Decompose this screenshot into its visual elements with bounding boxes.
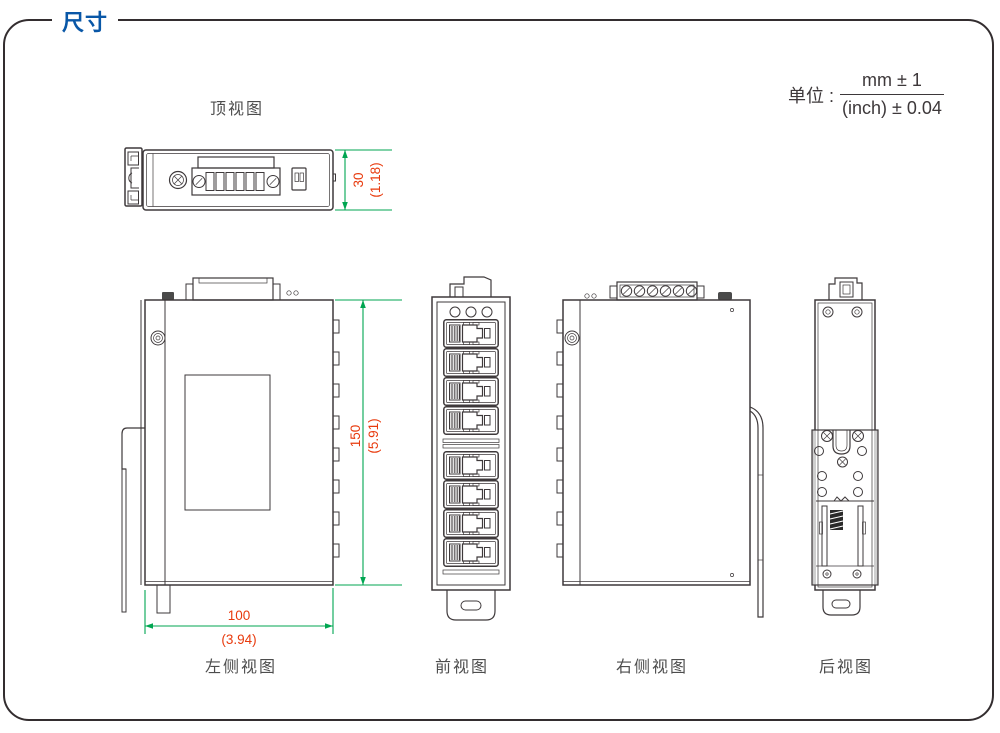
screw-icon — [564, 330, 580, 346]
left-view-label: 左侧视图 — [204, 659, 278, 676]
rj45-port — [443, 377, 499, 406]
page-title: 尺寸 — [52, 5, 119, 37]
top-button — [718, 292, 732, 300]
depth-dimension: 30 (1.18) — [335, 149, 392, 211]
led-indicators — [449, 306, 493, 318]
terminal-block-top — [609, 281, 705, 301]
unit-fraction: mm ± 1 (inch) ± 0.04 — [840, 70, 944, 119]
din-rail-clip-side — [749, 406, 764, 618]
terminal-block-top — [185, 277, 281, 301]
front-view-label: 前视图 — [434, 659, 490, 676]
rj45-port — [443, 406, 499, 435]
rj45-port — [443, 451, 499, 480]
din-rail-hook — [121, 427, 171, 614]
top-view-label: 顶视图 — [209, 101, 265, 118]
rj45-port — [443, 480, 499, 509]
right-view-label: 右侧视图 — [615, 659, 689, 676]
right-side-view-drawing — [556, 281, 764, 618]
vent-tabs — [556, 319, 564, 558]
ground-tab — [822, 590, 861, 616]
screw-icon — [150, 330, 166, 346]
width-inch-text: (3.94) — [221, 632, 256, 647]
port-separator — [442, 438, 500, 443]
depth-mm-text: 30 — [351, 172, 366, 187]
din-clip-top — [828, 277, 863, 300]
unit-mm: mm ± 1 — [840, 70, 944, 95]
height-inch-text: (5.91) — [366, 418, 381, 453]
width-dimension: 100 (3.94) — [144, 588, 334, 647]
terminal-block — [191, 156, 281, 196]
rear-view-drawing — [811, 277, 879, 616]
unit-note: 单位 : mm ± 1 (inch) ± 0.04 — [788, 70, 944, 119]
rj45-port — [443, 348, 499, 377]
unit-inch: (inch) ± 0.04 — [842, 98, 942, 118]
spring — [829, 510, 844, 530]
vent-tabs — [332, 319, 340, 558]
rj45-port — [443, 319, 499, 348]
rear-view-label: 后视图 — [818, 659, 874, 676]
port-separator — [442, 444, 500, 449]
height-dimension: 150 (5.91) — [335, 299, 402, 586]
top-view-drawing: 30 (1.18) — [124, 147, 392, 211]
rj45-port — [443, 538, 499, 567]
height-mm-text: 150 — [348, 425, 363, 448]
front-view-drawing — [431, 276, 511, 621]
dip-switch — [291, 167, 307, 191]
screw-icon — [822, 306, 863, 318]
width-mm-text: 100 — [228, 608, 251, 623]
unit-prefix: 单位 : — [788, 85, 835, 106]
top-button — [162, 292, 174, 300]
left-side-view-drawing: 150 (5.91) 100 (3.94) — [121, 277, 402, 647]
label-plate — [184, 374, 271, 511]
din-rail-clip-icon — [124, 147, 143, 207]
ground-tab — [446, 590, 496, 621]
din-clip-top — [449, 276, 492, 298]
content-frame — [3, 19, 994, 721]
screw-icon — [168, 170, 188, 190]
rj45-port — [443, 509, 499, 538]
din-mount-bracket — [811, 429, 879, 586]
depth-inch-text: (1.18) — [368, 162, 383, 197]
